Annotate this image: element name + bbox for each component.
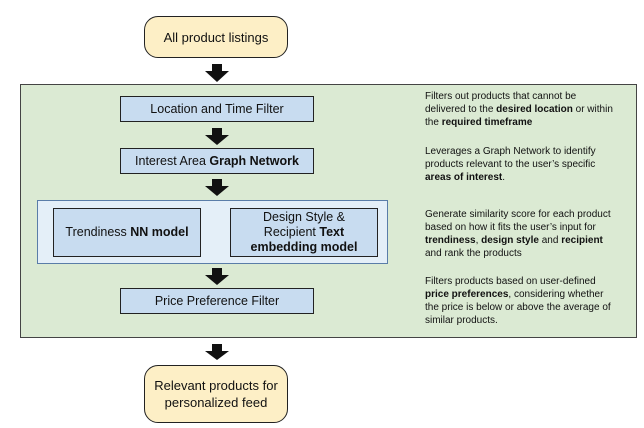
arrow-down-icon <box>205 179 229 196</box>
interest-graph-network-label: Interest Area Graph Network <box>135 153 299 168</box>
price-preference-filter-box: Price Preference Filter <box>120 288 314 314</box>
design-recipient-text-model-box: Design Style & Recipient Text embedding … <box>230 208 378 257</box>
arrow-down-icon <box>205 268 229 285</box>
arrow-down-icon <box>205 344 229 360</box>
start-node: All product listings <box>144 16 288 58</box>
arrow-down-icon <box>205 64 229 82</box>
similarity-score-description: Generate similarity score for each produ… <box>425 209 611 259</box>
location-time-filter-box: Location and Time Filter <box>120 96 314 122</box>
design-recipient-text-model-label: Design Style & Recipient Text embedding … <box>250 210 358 254</box>
price-filter-description: Filters products based on user-defined p… <box>425 276 611 326</box>
start-label: All product listings <box>163 29 269 45</box>
location-filter-description: Filters out products that cannot be deli… <box>425 91 613 128</box>
interest-network-description: Leverages a Graph Network to identify pr… <box>425 146 596 183</box>
trendiness-nn-model-label: Trendiness NN model <box>65 225 189 239</box>
arrow-down-icon <box>205 128 229 145</box>
location-time-filter-label: Location and Time Filter <box>150 101 284 116</box>
trendiness-nn-model-box: Trendiness NN model <box>53 208 201 257</box>
interest-graph-network-box: Interest Area Graph Network <box>120 148 314 174</box>
price-preference-filter-label: Price Preference Filter <box>154 293 280 308</box>
